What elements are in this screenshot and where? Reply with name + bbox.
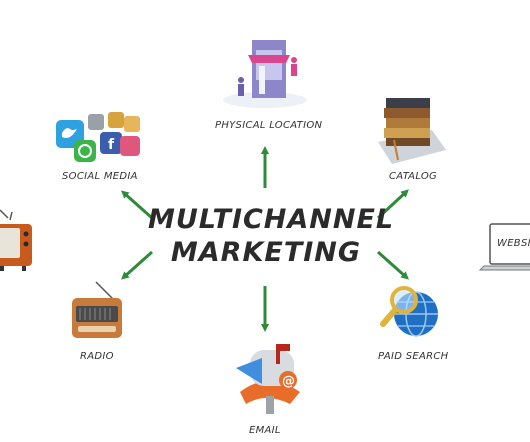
- label-social-media: SOCIAL MEDIA: [62, 171, 138, 182]
- arrows: [121, 146, 409, 332]
- label-email: EMAIL: [249, 425, 281, 436]
- arrow-to-radio: [121, 250, 153, 280]
- svg-text:@: @: [282, 374, 295, 389]
- label-radio: RADIO: [80, 351, 114, 362]
- arrow-to-catalog: [376, 189, 409, 220]
- storefront-icon: [223, 40, 307, 108]
- svg-text:f: f: [108, 137, 115, 153]
- magnifier-globe-icon: [380, 286, 438, 337]
- center-title-line-2: MARKETING: [170, 237, 362, 268]
- catalog-books-icon: [378, 98, 446, 164]
- email-mailbox-icon: @: [236, 344, 300, 414]
- center-title: MULTICHANNEL MARKETING: [148, 203, 395, 269]
- label-website: WEBSITE: [497, 238, 530, 249]
- tv-icon: [0, 209, 32, 271]
- laptop-icon: [478, 223, 530, 271]
- social-media-icons: f: [56, 112, 140, 162]
- label-paid-search: PAID SEARCH: [378, 351, 449, 362]
- center-title-line-1: MULTICHANNEL: [148, 204, 395, 235]
- radio-icon: [72, 281, 122, 338]
- arrow-to-paid-search: [377, 250, 409, 280]
- label-catalog: CATALOG: [389, 171, 438, 182]
- arrow-to-social-media: [121, 190, 153, 220]
- label-physical-location: PHYSICAL LOCATION: [215, 120, 323, 131]
